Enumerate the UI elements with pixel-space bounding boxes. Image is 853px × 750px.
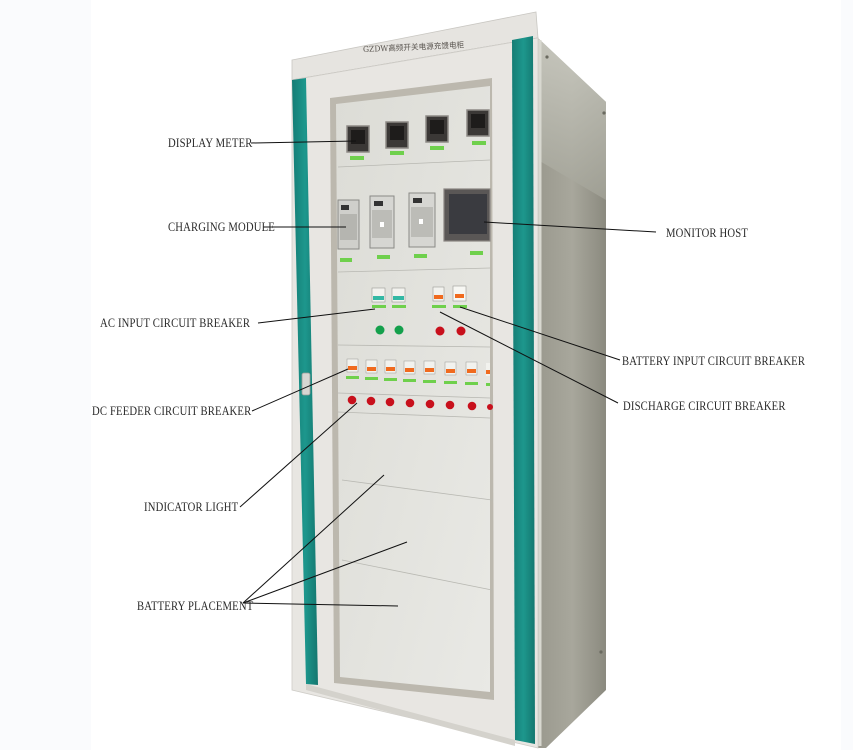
leader-dc-feeder (251, 368, 349, 412)
dc-feeder-breakers (346, 358, 490, 386)
background-band-left (0, 0, 91, 750)
panel-lights-row-1 (375, 325, 466, 336)
charging-module-1 (337, 199, 360, 262)
label-battery-placement: BATTERY PLACEMENT (137, 598, 254, 613)
meter-tag-2 (390, 151, 404, 155)
leader-battery-3 (242, 602, 399, 607)
label-discharge-breaker: DISCHARGE CIRCUIT BREAKER (623, 398, 786, 413)
leader-lines (239, 140, 657, 607)
charging-modules (337, 192, 436, 262)
label-indicator-light: INDICATOR LIGHT (144, 499, 239, 514)
interior-dividers (337, 159, 493, 591)
leader-indicator-light (239, 402, 358, 508)
cabinet-side-panel (538, 38, 606, 748)
monitor-host (443, 188, 491, 255)
label-monitor-host: MONITOR HOST (666, 225, 749, 240)
label-ac-input-breaker: AC INPUT CIRCUIT BREAKER (100, 315, 251, 330)
label-battery-input-breaker: BATTERY INPUT CIRCUIT BREAKER (622, 353, 806, 368)
charging-module-3 (408, 192, 436, 258)
label-dc-feeder-breaker: DC FEEDER CIRCUIT BREAKER (92, 403, 252, 418)
indicator-lights (347, 395, 493, 411)
ac-input-breakers (371, 287, 406, 308)
display-meters (346, 109, 490, 160)
leader-ac-input (257, 308, 376, 324)
label-charging-module: CHARGING MODULE (168, 219, 275, 234)
background-band-right (841, 0, 853, 750)
cabinet-door (291, 36, 539, 749)
charging-module-2 (369, 195, 395, 259)
meter-tag-3 (430, 146, 444, 150)
label-display-meter: DISPLAY METER (168, 135, 253, 150)
door-handle (301, 372, 311, 396)
leader-battery-2 (242, 541, 408, 604)
meter-tag-1 (350, 156, 364, 160)
leader-battery-1 (242, 474, 385, 604)
battery-discharge-breakers (432, 285, 467, 308)
cabinet-base (306, 684, 515, 746)
meter-tag-4 (472, 141, 486, 145)
leader-monitor-host (483, 221, 657, 233)
leader-discharge (439, 311, 619, 404)
leader-display-meter (250, 140, 357, 144)
leader-battery-input (459, 306, 621, 361)
